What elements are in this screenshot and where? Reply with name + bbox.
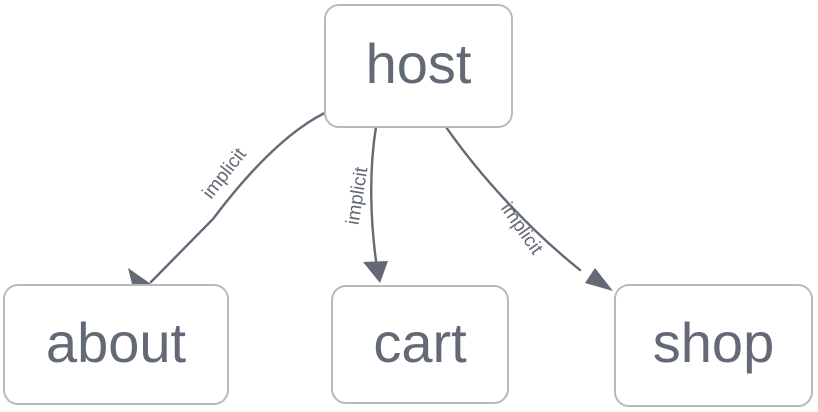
edge-host-shop[interactable]: implicit: [444, 125, 613, 291]
edge-host-about-label: implicit: [198, 144, 251, 203]
edge-host-shop-arrowhead-icon: [585, 268, 613, 291]
edge-host-about-label-group: implicit: [198, 144, 251, 203]
node-cart[interactable]: cart: [331, 285, 509, 404]
node-host-label: host: [366, 32, 472, 95]
edge-host-cart-label: implicit: [343, 165, 373, 226]
edge-host-cart-path: [370, 125, 379, 270]
node-about-box[interactable]: [3, 284, 229, 405]
edge-host-cart-arrowhead-icon: [363, 261, 388, 283]
node-about-label: about: [46, 311, 187, 374]
node-host[interactable]: host: [324, 4, 513, 128]
edge-group: implicit implicit implicit: [128, 108, 613, 292]
node-cart-label: cart: [373, 311, 467, 374]
node-shop-box[interactable]: [614, 284, 813, 407]
node-cart-box[interactable]: [331, 285, 509, 404]
edge-host-cart-label-group: implicit: [343, 165, 373, 226]
node-group: host about cart shop: [3, 4, 813, 407]
edge-host-about-path: [149, 108, 333, 284]
node-shop-label: shop: [653, 311, 774, 374]
edge-host-cart[interactable]: implicit: [343, 125, 388, 283]
node-about[interactable]: about: [3, 284, 229, 405]
edge-host-about[interactable]: implicit: [128, 108, 333, 292]
node-host-box[interactable]: [324, 4, 513, 128]
edge-host-shop-label: implicit: [496, 199, 547, 259]
edge-host-shop-label-group: implicit: [496, 199, 547, 259]
edge-host-shop-path: [444, 125, 582, 272]
node-shop[interactable]: shop: [614, 284, 813, 407]
